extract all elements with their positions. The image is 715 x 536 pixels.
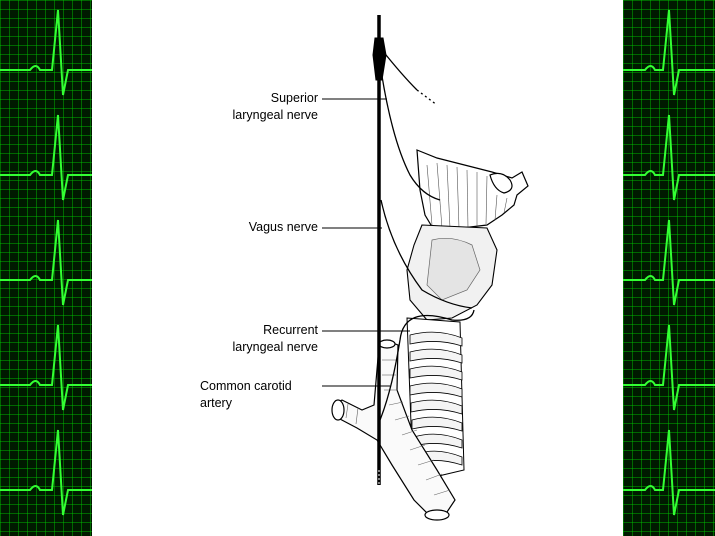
anatomy-diagram-panel: Superior laryngeal nerve Vagus nerve Rec… <box>92 0 623 536</box>
recurrent-laryngeal-label: Recurrent laryngeal nerve <box>190 322 318 356</box>
common-carotid-label-line2: artery <box>200 396 232 410</box>
vagus-nerve-label-text: Vagus nerve <box>248 220 318 234</box>
superior-laryngeal-label: Superior laryngeal nerve <box>190 90 318 124</box>
ecg-waveform-icon <box>623 219 715 306</box>
ecg-waveform-icon <box>623 9 715 96</box>
ecg-waveform-icon <box>0 9 92 96</box>
common-carotid-artery <box>331 339 456 521</box>
artery-hatching <box>345 359 451 496</box>
cartilage-hatching <box>426 162 508 229</box>
recurrent-laryngeal-nerve <box>379 199 475 421</box>
recurrent-laryngeal-label-line1: Recurrent <box>263 323 318 337</box>
superior-laryngeal-nerve <box>380 49 441 201</box>
right-ecg-waveforms <box>623 9 715 516</box>
larynx-body <box>406 224 498 321</box>
left-ecg-strip <box>0 0 92 536</box>
ecg-waveform-icon <box>623 429 715 516</box>
trachea <box>406 317 465 479</box>
thyroid-cartilage <box>416 149 529 236</box>
ecg-waveform-icon <box>623 324 715 411</box>
ecg-waveform-icon <box>0 219 92 306</box>
neck-anatomy-illustration <box>322 15 529 521</box>
vagus-nerve-label: Vagus nerve <box>190 219 318 236</box>
superior-laryngeal-label-line2: laryngeal nerve <box>232 108 318 122</box>
ecg-waveform-icon <box>623 114 715 201</box>
ecg-waveform-icon <box>0 429 92 516</box>
label-leader-lines <box>322 98 410 387</box>
left-ecg-waveforms <box>0 9 92 516</box>
right-ecg-strip <box>623 0 715 536</box>
ecg-waveform-icon <box>0 324 92 411</box>
recurrent-laryngeal-label-line2: laryngeal nerve <box>232 340 318 354</box>
superior-laryngeal-label-line1: Superior <box>270 91 318 105</box>
ecg-waveform-icon <box>0 114 92 201</box>
common-carotid-label-line1: Common carotid <box>200 379 292 393</box>
common-carotid-label: Common carotid artery <box>200 378 320 412</box>
